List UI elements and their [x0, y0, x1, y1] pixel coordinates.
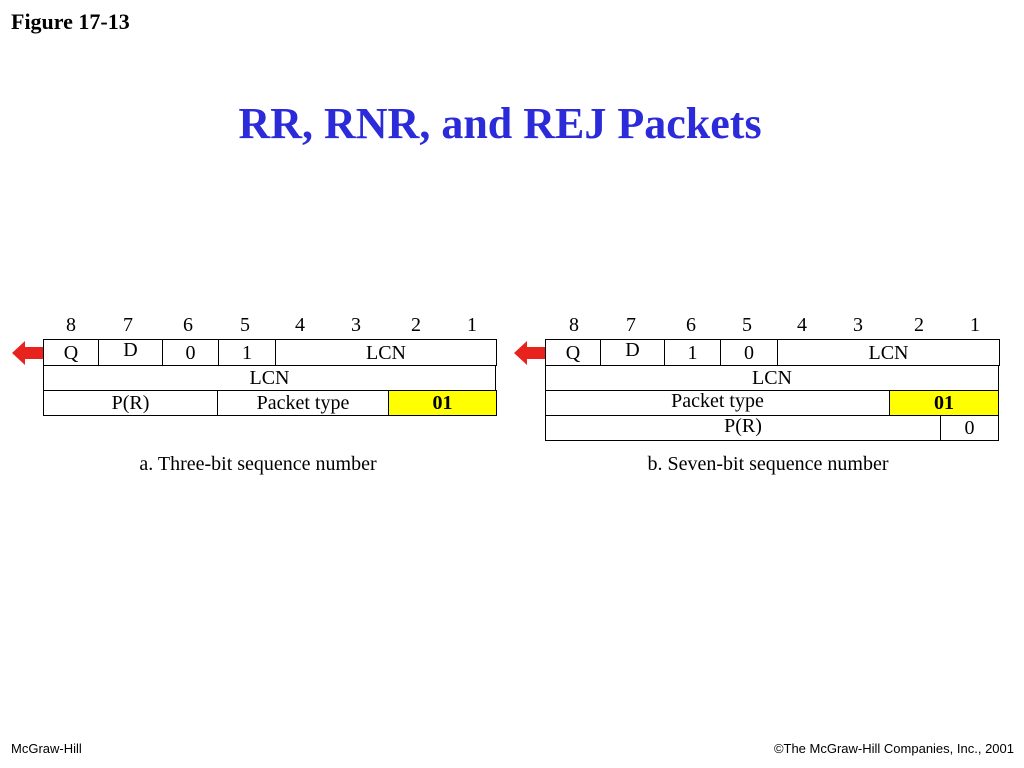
field-packet-type: Packet type: [217, 390, 389, 416]
field-bit5: 1: [218, 339, 276, 366]
arrow-left-icon: [514, 341, 546, 365]
bit-number: 2: [914, 314, 924, 336]
bit-number: 6: [686, 314, 696, 336]
caption-b: b. Seven-bit sequence number: [647, 453, 889, 475]
bit-number: 6: [183, 314, 193, 336]
bit-number: 4: [797, 314, 807, 336]
bit-numbers-a: 8 7 6 5 4 3 2 1: [44, 313, 496, 337]
field-lcn-high: LCN: [777, 339, 1000, 366]
bit-number: 8: [569, 314, 579, 336]
footer-publisher: McGraw-Hill: [11, 741, 82, 756]
field-pr: P(R): [43, 390, 218, 416]
frame-row: Q D 0 1 LCN: [43, 339, 497, 366]
figure-label: Figure 17-13: [11, 9, 130, 34]
field-lcn-low: LCN: [43, 365, 496, 391]
field-lcn-high: LCN: [275, 339, 497, 366]
bit-number: 7: [123, 314, 133, 336]
bit-number: 4: [295, 314, 305, 336]
frame-row: LCN: [545, 365, 999, 391]
field-packet-type: Packet type: [545, 390, 890, 416]
bit-number: 3: [853, 314, 863, 336]
field-d: D: [98, 339, 163, 366]
bit-number: 1: [970, 314, 980, 336]
field-bit6: 1: [664, 339, 721, 366]
field-pr: P(R): [545, 415, 941, 441]
bit-number: 5: [742, 314, 752, 336]
field-q: Q: [545, 339, 601, 366]
bit-number: 5: [240, 314, 250, 336]
slide-title: RR, RNR, and REJ Packets: [238, 99, 762, 148]
frame-row: P(R) 0: [545, 415, 999, 441]
field-packet-type-value: 01: [889, 390, 999, 416]
field-lcn-low: LCN: [545, 365, 999, 391]
packet-frame-b: Q D 1 0 LCN LCN Packet type 01 P(R) 0: [545, 339, 1000, 441]
arrow-left-icon: [12, 341, 44, 365]
field-bit1: 0: [940, 415, 999, 441]
field-packet-type-value: 01: [388, 390, 497, 416]
frame-row: Q D 1 0 LCN: [545, 339, 1000, 366]
footer-copyright: ©The McGraw-Hill Companies, Inc., 2001: [773, 741, 1014, 756]
bit-number: 1: [467, 314, 477, 336]
caption-a: a. Three-bit sequence number: [139, 453, 377, 475]
field-bit5: 0: [720, 339, 778, 366]
bit-number: 3: [351, 314, 361, 336]
bit-number: 7: [626, 314, 636, 336]
frame-row: P(R) Packet type 01: [43, 390, 497, 416]
field-d: D: [600, 339, 665, 366]
field-bit6: 0: [162, 339, 219, 366]
bit-number: 2: [411, 314, 421, 336]
packet-frame-a: Q D 0 1 LCN LCN P(R) Packet type 01: [43, 339, 497, 416]
frame-row: Packet type 01: [545, 390, 999, 416]
field-q: Q: [43, 339, 99, 366]
bit-numbers-b: 8 7 6 5 4 3 2 1: [546, 313, 999, 337]
frame-row: LCN: [43, 365, 496, 391]
bit-number: 8: [66, 314, 76, 336]
